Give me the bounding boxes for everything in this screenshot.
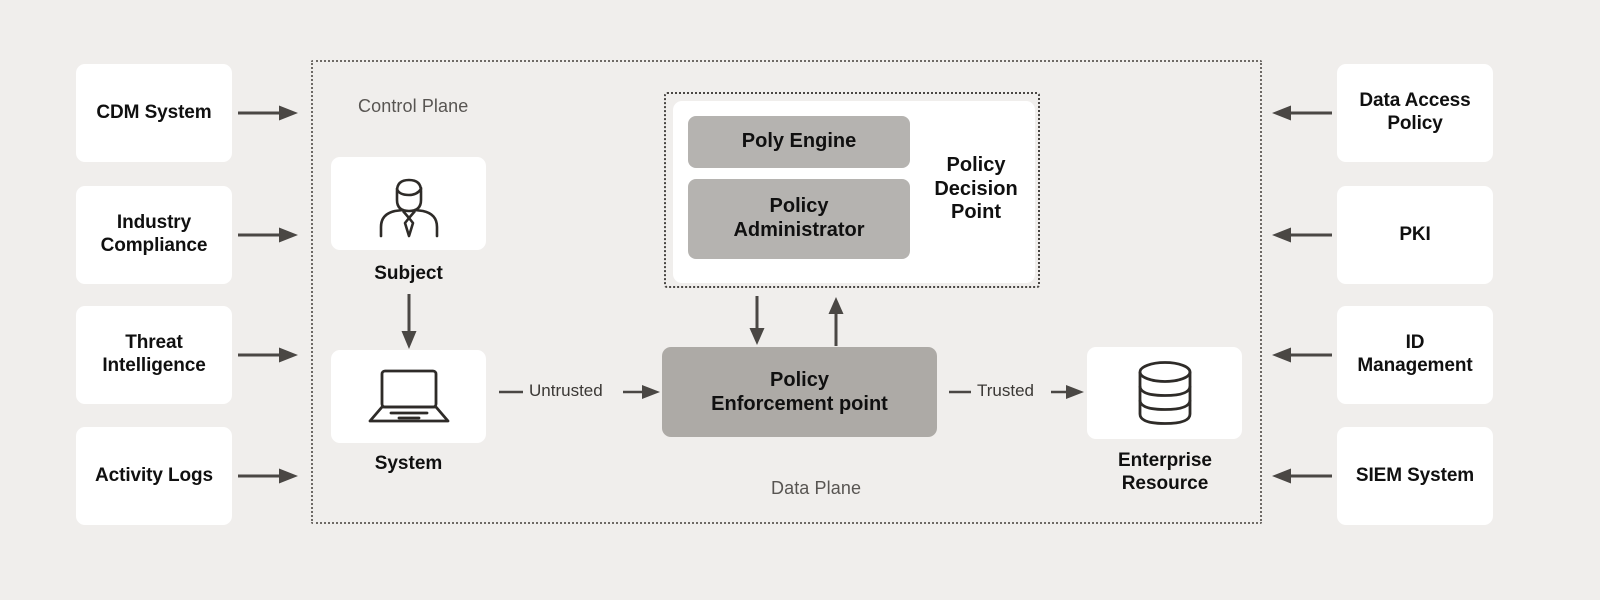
arrow-right-icon <box>238 343 300 367</box>
arrow-down-icon <box>745 296 769 346</box>
arrow-left-icon <box>1270 343 1332 367</box>
poly-engine-label: Poly Engine <box>741 130 857 153</box>
connection-trusted: Trusted <box>947 378 1087 406</box>
input-card-label: SIEM System <box>1355 464 1475 486</box>
input-card-id-management[interactable]: ID Management <box>1337 306 1493 404</box>
input-card-cdm-system[interactable]: CDM System <box>76 64 232 162</box>
input-card-label: ID Management <box>1357 332 1473 376</box>
database-cylinder-icon <box>1136 360 1194 426</box>
arrow-left-icon <box>1270 464 1332 488</box>
arrow-right-icon <box>238 223 300 247</box>
subject-caption: Subject <box>374 263 443 284</box>
control-plane-label: Control Plane <box>358 96 469 116</box>
policy-administrator-label: Policy Administrator <box>733 195 865 241</box>
connection-untrusted-label: Untrusted <box>529 381 603 400</box>
arrow-right-icon <box>238 101 300 125</box>
data-plane-label: Data Plane <box>771 478 862 498</box>
enterprise-resource-caption: Enterprise Resource <box>1118 450 1212 494</box>
enterprise-boundary <box>311 60 1262 524</box>
arrow-right-icon <box>238 464 300 488</box>
arrow-down-icon <box>397 294 421 350</box>
arrow-left-icon <box>1270 101 1332 125</box>
input-card-threat-intelligence[interactable]: Threat Intelligence <box>76 306 232 404</box>
input-card-pki[interactable]: PKI <box>1337 186 1493 284</box>
policy-administrator-box[interactable]: Policy Administrator <box>688 179 910 259</box>
enterprise-resource-tile[interactable] <box>1087 347 1242 439</box>
input-card-data-access-policy[interactable]: Data Access Policy <box>1337 64 1493 162</box>
input-card-label: Threat Intelligence <box>102 332 206 376</box>
input-card-label: Industry Compliance <box>100 212 208 256</box>
input-card-label: CDM System <box>96 101 212 123</box>
laptop-icon <box>367 368 451 426</box>
connection-trusted-label: Trusted <box>977 381 1035 400</box>
user-person-icon <box>377 171 441 237</box>
subject-tile[interactable] <box>331 157 486 250</box>
arrow-left-icon <box>1270 223 1332 247</box>
policy-decision-point-title: Policy Decision Point <box>934 154 1018 224</box>
input-card-siem-system[interactable]: SIEM System <box>1337 427 1493 525</box>
policy-enforcement-point-label: Policy Enforcement point <box>711 369 888 415</box>
connection-untrusted: Untrusted <box>497 378 662 406</box>
input-card-label: Data Access Policy <box>1359 90 1471 134</box>
poly-engine-box[interactable]: Poly Engine <box>688 116 910 168</box>
policy-enforcement-point[interactable]: Policy Enforcement point <box>662 347 937 437</box>
system-caption: System <box>374 453 443 474</box>
input-card-activity-logs[interactable]: Activity Logs <box>76 427 232 525</box>
input-card-label: Activity Logs <box>95 464 213 486</box>
system-tile[interactable] <box>331 350 486 443</box>
input-card-label: PKI <box>1399 223 1431 245</box>
policy-decision-point: Poly Engine Policy Administrator Policy … <box>664 92 1040 288</box>
arrow-up-icon <box>824 296 848 346</box>
input-card-industry-compliance[interactable]: Industry Compliance <box>76 186 232 284</box>
